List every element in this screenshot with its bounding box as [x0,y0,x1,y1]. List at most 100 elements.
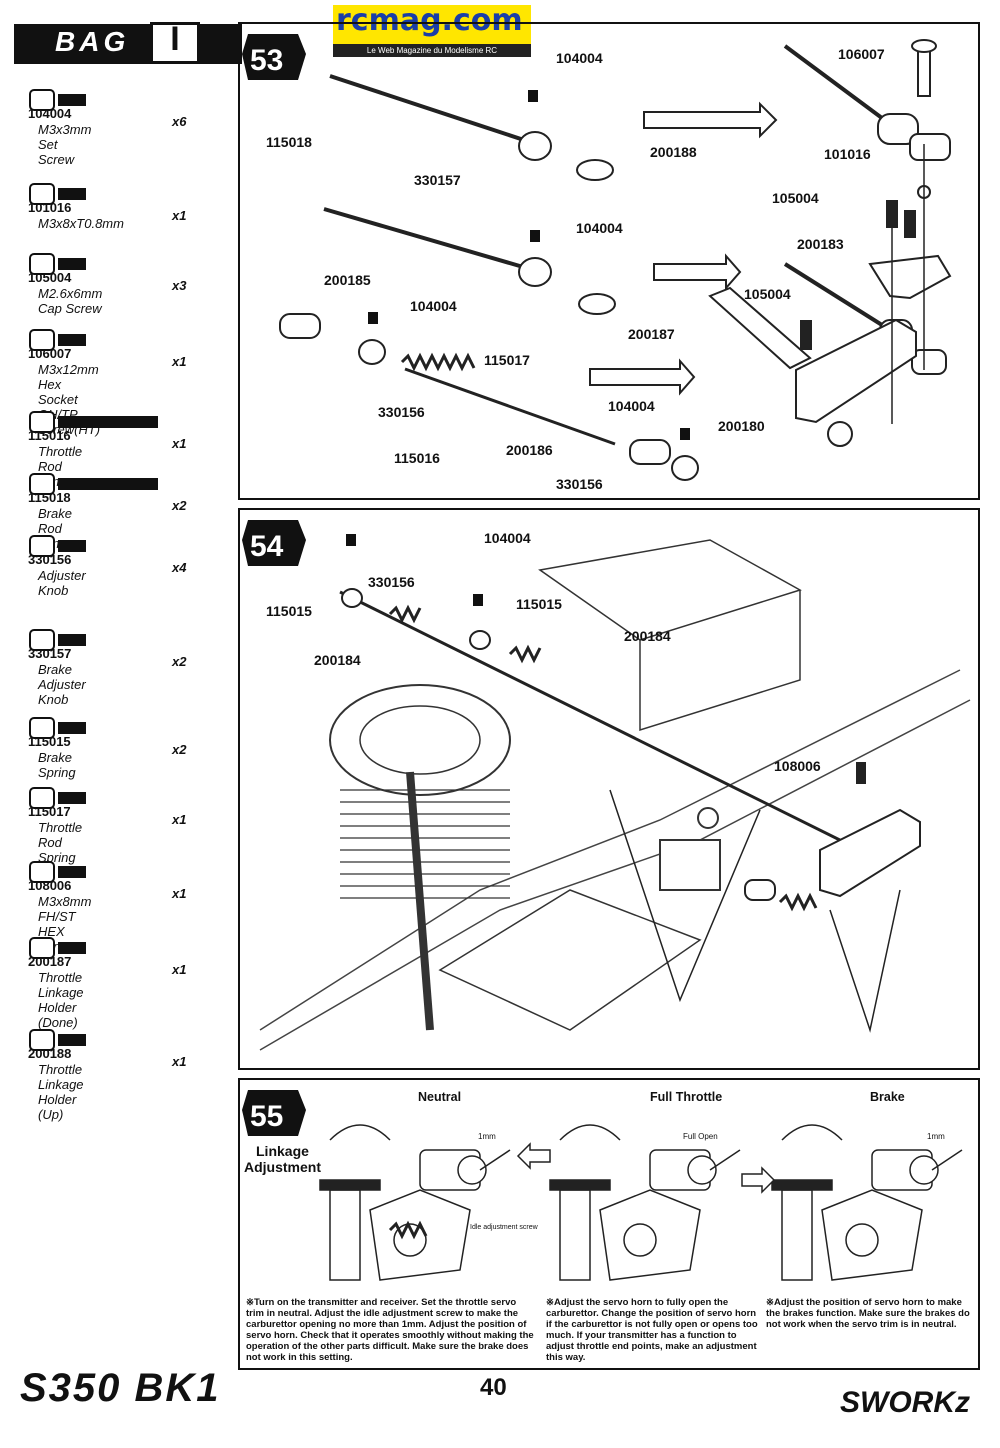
part-name: Brake Spring [38,750,76,780]
part-code: 330156 [28,552,72,567]
site-tagline: Le Web Magazine du Modelisme RC [333,44,531,57]
step-55-diagram: 55 [242,1090,963,1281]
callout-label: 200186 [506,442,553,458]
part-name: Throttle Linkage Holder (Up) [38,1062,84,1122]
part-qty: x1 [172,1054,187,1069]
callout-label: 200180 [718,418,765,434]
step-53-number: 53 [250,44,283,77]
step-55-title-line1: Linkage [256,1143,309,1159]
part-name: M3x8xT0.8mm [38,216,124,231]
part-code: 106007 [28,346,72,361]
part-code: 200187 [28,954,72,969]
step-53-panel: 53 [238,22,980,500]
part-qty: x6 [172,114,187,129]
callout-label: 104004 [576,220,623,236]
callout-label: 104004 [410,298,457,314]
linkage-holder-icon [28,932,158,971]
bag-banner [14,24,242,64]
panel-full-throttle-dim: Full Open [683,1132,718,1141]
callout-label: 115016 [394,450,440,466]
part-qty: x1 [172,886,187,901]
part-qty: x2 [172,498,187,513]
step-53-diagram: 53 [242,34,952,481]
callout-label: 101016 [824,146,871,162]
callout-label: 200188 [650,144,697,160]
part-qty: x3 [172,278,187,293]
callout-label: 104004 [556,50,603,66]
spring-icon [28,712,158,751]
part-qty: x1 [172,436,187,451]
part-code: 108006 [28,878,72,893]
step-54-panel: 54 [238,508,980,1070]
part-code: 115015 [28,734,71,749]
callout-label: 115015 [516,596,562,612]
part-name: Adjuster Knob [38,568,86,598]
part-code: 200188 [28,1046,72,1061]
panel-neutral-note: ※Turn on the transmitter and receiver. S… [246,1297,534,1363]
callout-label: 115017 [484,352,530,368]
callout-label: 200187 [628,326,675,342]
hex-screw-icon [28,324,158,363]
part-qty: x1 [172,812,187,827]
part-code: 101016 [28,200,72,215]
panel-full-throttle-note: ※Adjust the servo horn to fully open the… [546,1297,758,1363]
page-number: 40 [480,1374,507,1401]
step-55-panel: 55 [238,1078,980,1370]
bag-label: BAG [55,26,130,57]
part-qty: x1 [172,354,187,369]
panel-neutral-title: Neutral [418,1090,462,1104]
part-name: M3x3mm Set Screw [38,122,92,167]
bag-number: I [170,20,180,58]
step-54-number: 54 [250,530,284,563]
callout-label: 330156 [368,574,415,590]
part-qty: x1 [172,208,187,223]
panel-full-throttle-title: Full Throttle [650,1090,723,1104]
part-qty: x2 [172,654,187,669]
panel-brake-dim: 1mm [927,1132,945,1141]
adjuster-knob-icon [28,530,158,569]
callout-label: 330156 [556,476,603,492]
step-54-diagram: 54 [242,520,971,1051]
linkage-holder-icon [28,1024,158,1063]
part-code: 115017 [28,804,71,819]
part-name: M2.6x6mm Cap Screw [38,286,103,316]
model-logo: S350 BK1 [20,1366,221,1410]
part-qty: x4 [172,560,187,575]
callout-label: 200185 [324,272,371,288]
part-code: 330157 [28,646,72,661]
callout-label: 108006 [774,758,821,774]
part-code: 105004 [28,270,72,285]
callout-label: 330157 [414,172,461,188]
brake-knob-icon [28,624,158,663]
bag-number-box [150,22,200,64]
step-55-title-line2: Adjustment [244,1159,321,1175]
idle-adjustment-screw-label: Idle adjustment screw [470,1224,538,1231]
panel-brake-note: ※Adjust the position of servo horn to ma… [766,1297,970,1330]
panel-neutral-dim: 1mm [478,1132,496,1141]
panel-brake-title: Brake [870,1090,905,1104]
site-logo-text: rcmag.com [336,3,523,38]
callout-label: 105004 [744,286,791,302]
part-name: Brake Adjuster Knob [38,662,86,707]
callout-label: 115015 [266,603,312,619]
step-55-number: 55 [250,1100,283,1133]
set-screw-icon [28,84,158,123]
part-code: 104004 [28,106,72,121]
callout-label: 106007 [838,46,885,62]
callout-label: 200184 [624,628,671,644]
callout-label: 330156 [378,404,425,420]
part-qty: x1 [172,962,187,977]
part-code: 115016 [28,428,71,443]
part-name: Throttle Linkage Holder (Done) [38,970,84,1030]
callout-label: 105004 [772,190,819,206]
callout-label: 200183 [797,236,844,252]
spring-icon [28,782,158,821]
part-code: 115018 [28,490,71,505]
callout-label: 115018 [266,134,312,150]
washer-icon [28,178,158,217]
callout-label: 200184 [314,652,361,668]
callout-label: 104004 [484,530,531,546]
brand-logo: SWORKz [840,1386,970,1419]
callout-label: 104004 [608,398,655,414]
part-name: Throttle Rod Spring [38,820,83,865]
